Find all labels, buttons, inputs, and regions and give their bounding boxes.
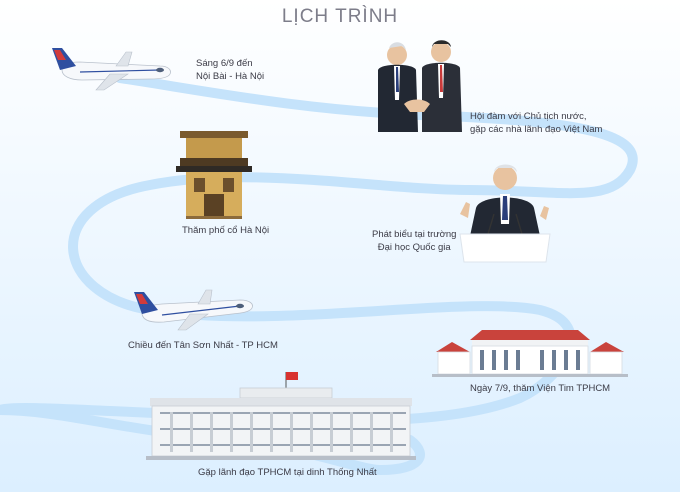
stop-label: Chiều đến Tân Sơn Nhất - TP HCM — [128, 340, 278, 351]
stop-label: Ngày 7/9, thăm Viện Tim TPHCM — [470, 383, 611, 394]
stop-label: Phát biểu tại trường Đại học Quốc gia — [372, 229, 457, 253]
stop-label: Hội đàm với Chủ tịch nước, gặp các nhà l… — [470, 111, 603, 135]
stop-label: Thăm phố cổ Hà Nội — [182, 225, 270, 236]
stop-label: Sáng 6/9 đến Nội Bài - Hà Nội — [196, 58, 265, 82]
flag-icon — [286, 372, 298, 380]
page-title: LỊCH TRÌNH — [281, 6, 399, 27]
stop-label: Gặp lãnh đạo TPHCM tại dinh Thống Nhất — [198, 467, 377, 478]
